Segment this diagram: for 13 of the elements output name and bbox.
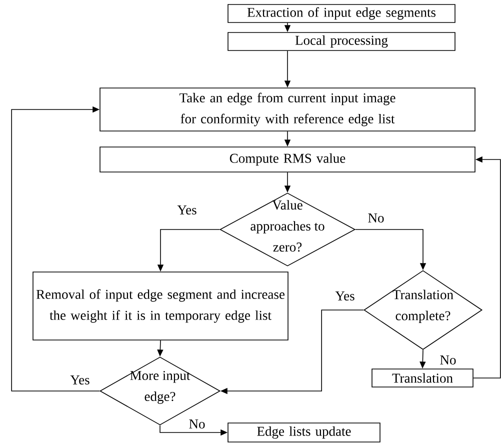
process-box: Compute RMS value	[100, 146, 476, 172]
edge-label: Yes	[69, 374, 91, 386]
edge-label: Yes	[334, 290, 356, 302]
process-box: Take an edge from current input image for conformity with reference edge list	[100, 88, 476, 132]
arrow	[11, 106, 100, 392]
edge-label: Yes	[176, 204, 198, 216]
process-box: Translation	[372, 368, 474, 388]
edge-label: No	[438, 354, 458, 366]
process-box: Local processing	[228, 32, 456, 51]
process-box: Extraction of input edge segments	[228, 4, 456, 23]
edge-label: No	[366, 212, 386, 224]
process-box: Removal of input edge segment and increase the weight if it is in temporary edge list	[32, 272, 288, 340]
process-box: Edge lists update	[228, 422, 380, 442]
